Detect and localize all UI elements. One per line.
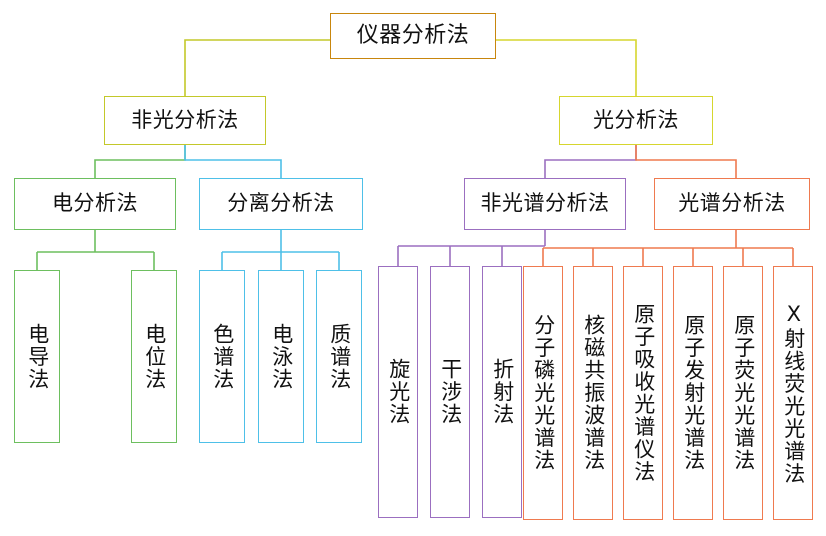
- node-atomic-emission-spectrometry[interactable]: 原子发射光谱法: [673, 266, 713, 520]
- node-potentiometry[interactable]: 电位法: [131, 270, 177, 443]
- node-label: 分子磷光光谱法: [531, 314, 556, 472]
- node-label: 折射法: [490, 358, 515, 426]
- node-spectral-analysis[interactable]: 光谱分析法: [654, 178, 810, 230]
- node-label: 非光谱分析法: [480, 191, 610, 216]
- node-label: 光分析法: [593, 107, 679, 132]
- node-polarimetry[interactable]: 旋光法: [378, 266, 418, 518]
- node-molecular-phosphorescence-spectrometry[interactable]: 分子磷光光谱法: [523, 266, 563, 520]
- node-non-optical-analysis[interactable]: 非光分析法: [104, 96, 266, 145]
- node-label: 电导法: [25, 322, 50, 391]
- node-label: 非光分析法: [131, 107, 239, 132]
- node-mass-spectrometry[interactable]: 质谱法: [316, 270, 362, 443]
- node-atomic-fluorescence-spectrometry[interactable]: 原子荧光光谱法: [723, 266, 763, 520]
- node-nmr-spectroscopy[interactable]: 核磁共振波谱法: [573, 266, 613, 520]
- node-electrophoresis[interactable]: 电泳法: [258, 270, 304, 443]
- node-non-spectral-analysis[interactable]: 非光谱分析法: [464, 178, 626, 230]
- node-label: 原子发射光谱法: [681, 314, 706, 472]
- node-conductometry[interactable]: 电导法: [14, 270, 60, 443]
- node-label: 电泳法: [269, 322, 294, 391]
- node-chromatography[interactable]: 色谱法: [199, 270, 245, 443]
- node-label: 仪器分析法: [356, 22, 470, 48]
- node-refractometry[interactable]: 折射法: [482, 266, 522, 518]
- node-label: 分离分析法: [227, 191, 335, 216]
- node-label: 原子吸收光谱仪法: [631, 303, 656, 483]
- node-electro-analysis[interactable]: 电分析法: [14, 178, 176, 230]
- node-optical-analysis[interactable]: 光分析法: [559, 96, 713, 145]
- node-interferometry[interactable]: 干涉法: [430, 266, 470, 518]
- node-label: X射线荧光光谱法: [781, 301, 806, 485]
- node-label: 旋光法: [386, 358, 411, 426]
- node-label: 核磁共振波谱法: [581, 314, 606, 472]
- node-label: 干涉法: [438, 358, 463, 426]
- node-label: 光谱分析法: [678, 191, 786, 216]
- node-separation-analysis[interactable]: 分离分析法: [199, 178, 363, 230]
- node-label: 色谱法: [210, 322, 235, 391]
- node-label: 原子荧光光谱法: [731, 314, 756, 472]
- node-label: 电分析法: [52, 191, 138, 216]
- node-atomic-absorption-spectrometry[interactable]: 原子吸收光谱仪法: [623, 266, 663, 520]
- node-xray-fluorescence-spectrometry[interactable]: X射线荧光光谱法: [773, 266, 813, 520]
- node-label: 电位法: [142, 322, 167, 391]
- node-label: 质谱法: [327, 322, 352, 391]
- node-root-instrument-analysis[interactable]: 仪器分析法: [330, 13, 496, 59]
